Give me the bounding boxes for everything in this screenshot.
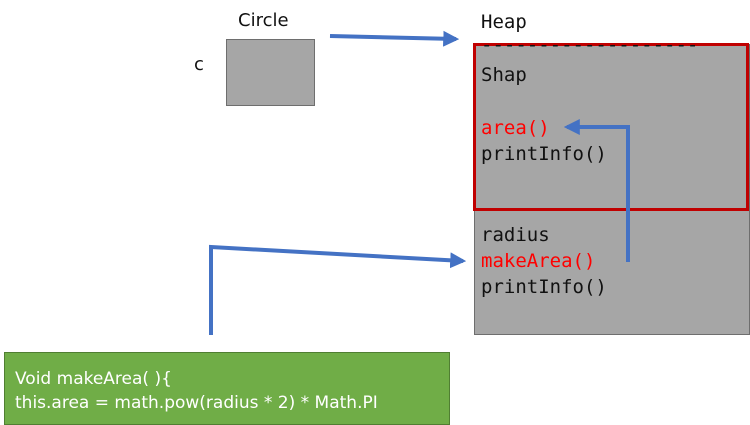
parent-member-area: area() <box>481 117 550 139</box>
code-box: Void makeArea( ){ this.area = math.pow(r… <box>4 352 450 425</box>
reference-arrow <box>329 30 460 47</box>
child-member-makearea: makeArea() <box>481 250 596 272</box>
child-member-radius: radius <box>481 224 550 246</box>
parent-section-highlight <box>473 43 749 211</box>
code-line-2: this.area = math.pow(radius * 2) * Math.… <box>15 393 378 413</box>
variable-c-label: c <box>194 54 204 75</box>
circle-class-label: Circle <box>238 10 289 31</box>
code-line-1: Void makeArea( ){ <box>15 369 172 389</box>
heap-separator: ------------------- <box>481 34 699 56</box>
child-member-printinfo: printInfo() <box>481 276 607 298</box>
heap-label: Heap <box>481 11 527 33</box>
parent-class-name: Shap <box>481 64 527 86</box>
parent-member-printinfo: printInfo() <box>481 143 607 165</box>
reference-variable-box <box>226 39 315 106</box>
makearea-to-area-arrow <box>563 119 630 262</box>
code-to-makearea-arrow <box>209 244 467 335</box>
